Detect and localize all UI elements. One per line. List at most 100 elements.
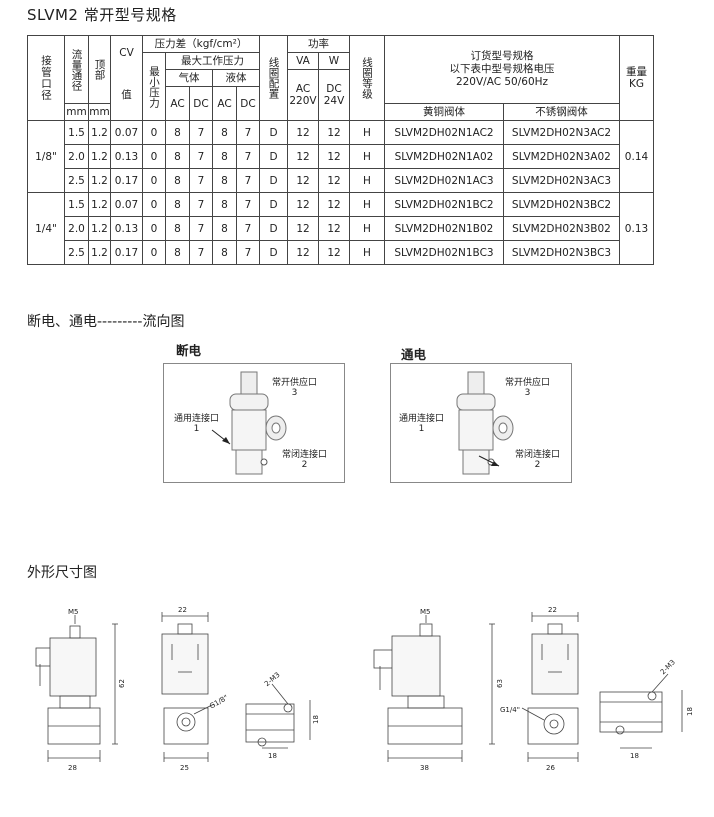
cell-ldc: 7 xyxy=(236,144,260,169)
cell-cv: 0.17 xyxy=(110,240,143,265)
dim-c-m3: 2-M3 xyxy=(263,671,282,688)
cell-grade: H xyxy=(349,240,385,265)
cell-top: 1.2 xyxy=(88,120,111,145)
dim-d-w38: 38 xyxy=(420,764,429,772)
page-title: SLVM2 常开型号规格 xyxy=(27,6,177,24)
hdr-va: VA xyxy=(287,52,319,70)
cell-w: 12 xyxy=(318,240,350,265)
cell-grade: H xyxy=(349,216,385,241)
cell-weight: 0.13 xyxy=(619,192,654,265)
hdr-min: 最小压力 xyxy=(142,52,166,121)
cell-gac: 8 xyxy=(165,144,190,169)
cell-flow: 2.5 xyxy=(64,168,89,193)
cell-lac: 8 xyxy=(212,240,237,265)
flow-diagram-title: 断电、通电---------流向图 xyxy=(27,314,185,330)
cell-brass: SLVM2DH02N1A02 xyxy=(384,144,504,169)
cell-min: 0 xyxy=(142,216,166,241)
cell-ldc: 7 xyxy=(236,240,260,265)
cell-flow: 2.0 xyxy=(64,144,89,169)
cell-top: 1.2 xyxy=(88,168,111,193)
hdr-order: 订货型号规格 以下表中型号规格电压 220V/AC 50/60Hz xyxy=(384,35,620,104)
cell-cv: 0.07 xyxy=(110,192,143,217)
cell-port: 1/4" xyxy=(27,192,65,265)
cell-flow: 2.5 xyxy=(64,240,89,265)
cell-cv: 0.07 xyxy=(110,120,143,145)
cell-steel: SLVM2DH02N3AC3 xyxy=(503,168,620,193)
hdr-mm-top: mm xyxy=(88,103,111,121)
cell-grade: H xyxy=(349,144,385,169)
hdr-steel: 不锈钢阀体 xyxy=(503,103,620,121)
cell-min: 0 xyxy=(142,144,166,169)
dim-f-18v: 18 xyxy=(686,707,694,716)
cell-gac: 8 xyxy=(165,120,190,145)
flow-off-label: 断电 xyxy=(176,343,202,358)
hdr-order-line1: 订货型号规格 xyxy=(470,50,534,62)
hdr-brass: 黄铜阀体 xyxy=(384,103,504,121)
cell-min: 0 xyxy=(142,240,166,265)
cell-w: 12 xyxy=(318,120,350,145)
cell-lac: 8 xyxy=(212,120,237,145)
hdr-cv-val: 值 xyxy=(110,69,143,121)
cell-steel: SLVM2DH02N3BC3 xyxy=(503,240,620,265)
cell-cfg: D xyxy=(259,216,288,241)
cell-grade: H xyxy=(349,192,385,217)
cell-w: 12 xyxy=(318,144,350,169)
dim-f-m3: 2-M3 xyxy=(659,658,677,676)
cell-gdc: 7 xyxy=(189,216,213,241)
cell-min: 0 xyxy=(142,192,166,217)
flow-on-label: 通电 xyxy=(401,347,427,362)
cell-ldc: 7 xyxy=(236,120,260,145)
dim-b-g: G1/8" xyxy=(208,694,229,711)
cell-gdc: 7 xyxy=(189,240,213,265)
cell-va: 12 xyxy=(287,216,319,241)
cell-w: 12 xyxy=(318,216,350,241)
hdr-coil-grade: 线圈等级 xyxy=(349,35,385,121)
cell-port: 1/8" xyxy=(27,120,65,193)
cell-brass: SLVM2DH02N1AC3 xyxy=(384,168,504,193)
dim-c-bottom-view xyxy=(245,683,311,749)
cell-cfg: D xyxy=(259,192,288,217)
cell-ldc: 7 xyxy=(236,168,260,193)
cell-min: 0 xyxy=(142,120,166,145)
dim-b-w25: 25 xyxy=(180,764,189,772)
dim-d-m5: M5 xyxy=(420,608,431,616)
dim-e-w26: 26 xyxy=(546,764,555,772)
dim-e-side-view xyxy=(521,612,579,762)
cell-flow: 1.5 xyxy=(64,120,89,145)
dim-a-m5: M5 xyxy=(68,608,79,616)
cell-lac: 8 xyxy=(212,168,237,193)
cell-flow: 2.0 xyxy=(64,216,89,241)
cell-min: 0 xyxy=(142,168,166,193)
dim-c-18v: 18 xyxy=(312,715,320,724)
spec-table: 接管口径 流量通径 顶部 CV 压力差（kgf/cm²） 线圈配置 功率 线圈等… xyxy=(27,35,654,265)
cell-grade: H xyxy=(349,168,385,193)
cell-va: 12 xyxy=(287,120,319,145)
cell-cv: 0.17 xyxy=(110,168,143,193)
cell-lac: 8 xyxy=(212,192,237,217)
dim-f-bottom-view xyxy=(599,673,683,749)
cell-steel: SLVM2DH02N3B02 xyxy=(503,216,620,241)
hdr-cv: CV xyxy=(110,35,143,70)
cell-top: 1.2 xyxy=(88,216,111,241)
hdr-port: 接管口径 xyxy=(27,35,65,121)
cell-gdc: 7 xyxy=(189,120,213,145)
cell-va: 12 xyxy=(287,168,319,193)
cell-brass: SLVM2DH02N1AC2 xyxy=(384,120,504,145)
cell-w: 12 xyxy=(318,192,350,217)
cell-cfg: D xyxy=(259,120,288,145)
hdr-pressure: 压力差（kgf/cm²） xyxy=(142,35,260,53)
hdr-ac220: AC 220V xyxy=(287,69,319,121)
dim-a-front-view xyxy=(35,615,118,762)
cell-cv: 0.13 xyxy=(110,216,143,241)
dim-b-w22: 22 xyxy=(178,606,187,614)
hdr-gas-ac: AC xyxy=(165,86,190,121)
hdr-liquid: 液体 xyxy=(212,69,260,87)
cell-brass: SLVM2DH02N1BC2 xyxy=(384,192,504,217)
